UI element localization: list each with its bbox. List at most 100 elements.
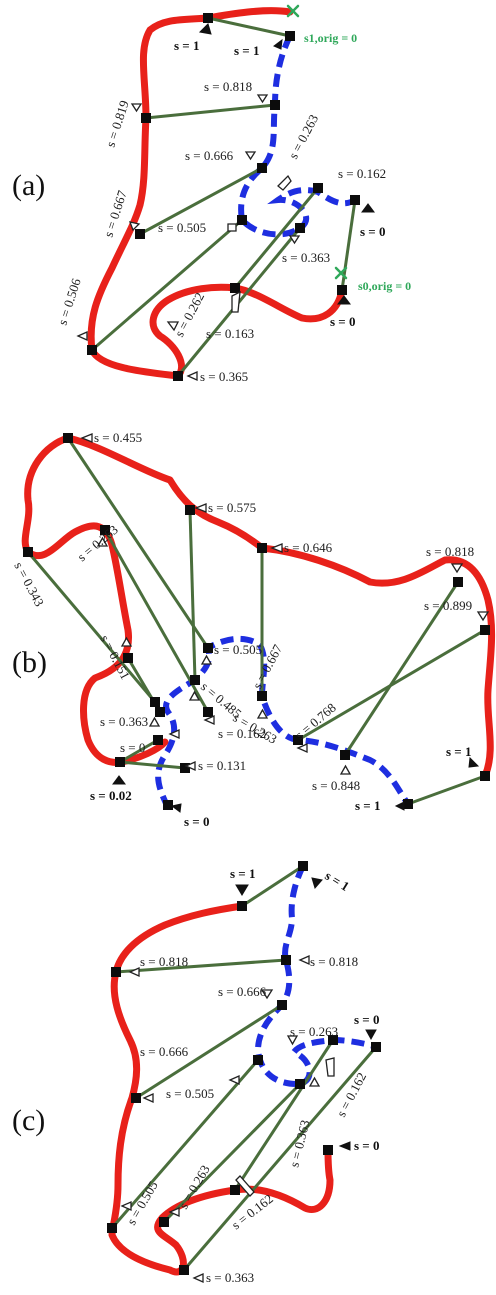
- sample-point: [163, 800, 173, 810]
- outline-arrow-icon: [128, 966, 140, 978]
- sample-point: [180, 763, 190, 773]
- correspondence-line: [26, 551, 157, 703]
- outline-arrow-icon: [203, 714, 215, 726]
- label-b0505: s = 0.505: [214, 642, 262, 657]
- correspondence-line: [407, 774, 486, 806]
- panel-a: (a): [12, 4, 411, 384]
- label-r0819: s = 0.819: [103, 99, 132, 149]
- label-b1: s = 1: [322, 868, 352, 894]
- correspondence-line: [297, 628, 486, 742]
- correspondence-line: [233, 187, 320, 289]
- correspondence-line: [188, 509, 197, 681]
- outline-arrow-icon: [120, 636, 133, 647]
- sample-point: [190, 675, 200, 685]
- label-r0: s = 0: [354, 1138, 379, 1153]
- label-b0131: s = 0.131: [198, 758, 246, 773]
- sample-point: [253, 1055, 263, 1065]
- orig-start-marker: [286, 4, 300, 18]
- sample-point: [100, 525, 110, 535]
- correspondence-line: [139, 166, 263, 236]
- label-r0505: s = 0.505: [166, 1086, 214, 1101]
- curve-2: [254, 864, 379, 1088]
- outline-arrow-icon: [256, 708, 269, 719]
- sample-point: [230, 283, 240, 293]
- panel-c: (c): [12, 861, 381, 1285]
- outline-arrow-icon: [231, 290, 241, 313]
- correspondence-line: [162, 1082, 302, 1224]
- filled-arrow-icon: [365, 1029, 377, 1041]
- sample-point: [323, 1145, 333, 1155]
- outline-arrow-icon: [194, 503, 207, 513]
- correspondence-line: [66, 437, 210, 649]
- sample-point: [295, 1079, 305, 1089]
- outline-arrow-icon: [80, 433, 93, 443]
- correspondence-line: [241, 864, 304, 908]
- filled-arrow-icon: [311, 877, 323, 890]
- label-r0263: s = 0.263: [176, 1162, 213, 1211]
- sample-point: [153, 735, 163, 745]
- sample-point: [313, 183, 323, 193]
- sample-point: [131, 1093, 141, 1103]
- label-r1: s = 1: [230, 866, 255, 881]
- outline-arrow-icon: [168, 1206, 180, 1218]
- sample-point: [480, 625, 490, 635]
- label-b0666: s = 0.666: [218, 984, 267, 999]
- outline-arrow-icon: [256, 94, 269, 104]
- label-s1-blue: s = 1: [234, 43, 259, 58]
- sample-point: [141, 113, 151, 123]
- label-b0505: s = 0.505: [158, 220, 206, 235]
- outline-arrow-icon: [96, 536, 109, 547]
- label-r0: s = 0: [120, 740, 145, 755]
- correspondence-line: [119, 760, 186, 770]
- sample-point: [480, 771, 490, 781]
- outline-arrow-icon: [227, 223, 237, 232]
- sample-point: [453, 577, 463, 587]
- sample-point: [298, 861, 308, 871]
- sample-point: [285, 31, 295, 41]
- outline-arrow-icon: [244, 151, 257, 161]
- label-r0363: s = 0.363: [206, 1270, 254, 1285]
- filled-arrow-icon: [337, 295, 351, 305]
- correspondence-line: [207, 16, 291, 38]
- outline-arrow-icon: [270, 543, 283, 553]
- outline-arrow-icon: [192, 1272, 204, 1284]
- filled-arrow-icon: [112, 775, 126, 785]
- outline-arrow-icon: [76, 330, 88, 342]
- outline-arrow-icon: [168, 728, 180, 740]
- outline-arrow-icon: [228, 1074, 240, 1086]
- label-r0666: s = 0.666: [140, 1044, 189, 1059]
- filled-arrow-icon: [338, 1141, 351, 1151]
- label-r0818: s = 0.818: [140, 954, 188, 969]
- outline-arrow-icon: [186, 370, 198, 382]
- outline-arrow-icon: [120, 1200, 132, 1212]
- correspondence-line: [115, 958, 287, 974]
- filled-arrow-icon: [170, 803, 182, 813]
- sample-point: [63, 433, 73, 443]
- sample-point: [185, 505, 195, 515]
- outline-arrow-icon: [166, 321, 180, 332]
- sample-point: [173, 371, 183, 381]
- label-r0818: s = 0.818: [426, 544, 474, 559]
- label-b0363: s = 0.363: [286, 1118, 312, 1168]
- outline-arrow-icon: [450, 563, 464, 574]
- sample-point: [295, 223, 305, 233]
- sample-point: [155, 707, 165, 717]
- curve-2: [238, 34, 357, 238]
- sample-point: [23, 547, 33, 557]
- sample-point: [111, 967, 121, 977]
- label-b0848: s = 0.848: [312, 778, 360, 793]
- label-b0363: s = 0.363: [282, 250, 330, 265]
- label-b0162: s = 0.162: [338, 166, 386, 181]
- sample-point: [179, 1265, 189, 1275]
- label-r0506: s = 0.506: [55, 276, 84, 327]
- filled-arrow-icon: [235, 884, 249, 896]
- label-r0575: s = 0.575: [208, 500, 256, 515]
- outline-arrow-icon: [148, 716, 161, 727]
- sample-point: [87, 345, 97, 355]
- filled-arrow-icon: [198, 23, 212, 35]
- outline-arrow-icon: [130, 103, 143, 113]
- label-s0-red: s = 0: [330, 314, 355, 329]
- label-r1: s = 1: [446, 744, 471, 759]
- label-s1-orig: s1,orig = 0: [304, 31, 357, 45]
